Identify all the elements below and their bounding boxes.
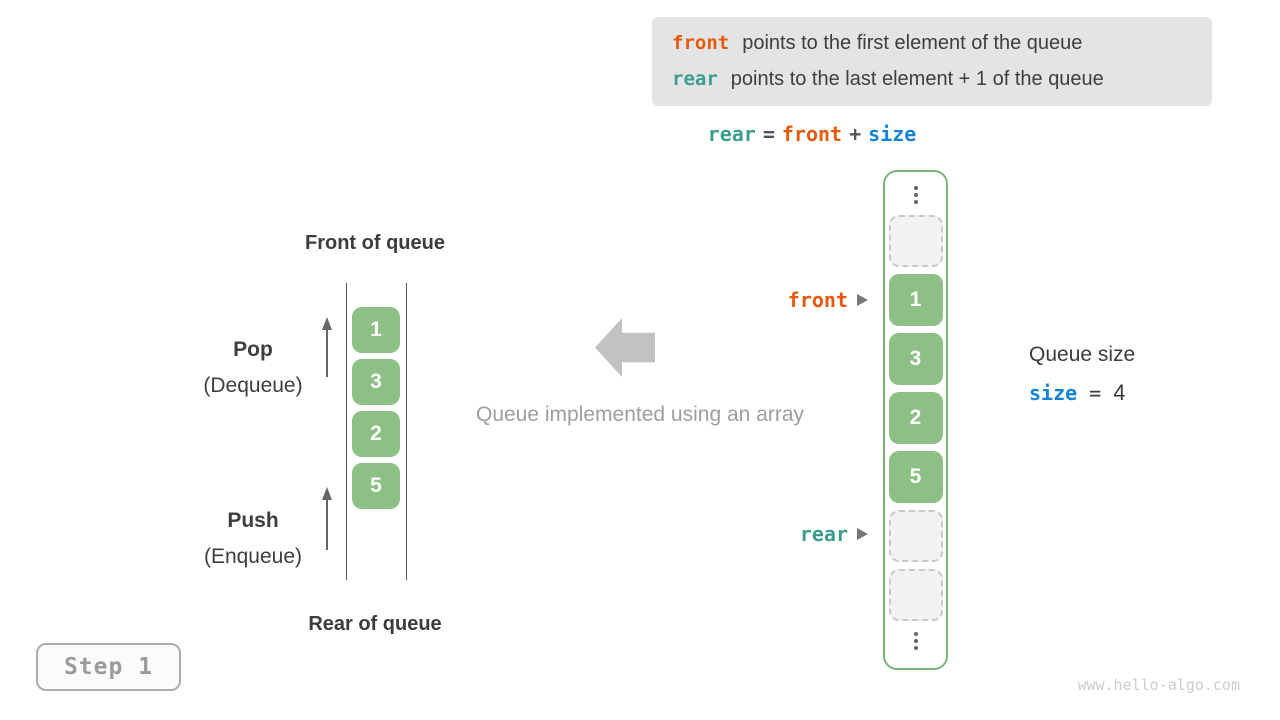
info-line-front: front points to the first element of the…	[672, 32, 1212, 55]
array-cell: 5	[888, 451, 943, 503]
front-keyword: front	[672, 32, 730, 54]
formula-equals: =	[762, 122, 775, 146]
up-arrow-icon	[322, 487, 332, 550]
front-of-queue-label: Front of queue	[305, 232, 445, 254]
info-box: front points to the first element of the…	[652, 17, 1212, 106]
queue-wall-left	[346, 283, 347, 580]
formula-front: front	[781, 122, 843, 146]
queue-wall-right	[406, 283, 407, 580]
formula: rear=front+size	[652, 122, 972, 146]
queue-cell: 5	[352, 463, 400, 509]
queue-cell: 3	[352, 359, 400, 405]
left-block-arrow-icon	[595, 318, 655, 377]
rear-keyword: rear	[672, 68, 718, 90]
front-pointer: front	[700, 287, 868, 313]
front-pointer-label: front	[787, 288, 848, 312]
formula-rear: rear	[707, 122, 756, 146]
pointer-arrow-icon	[857, 294, 868, 306]
size-keyword: size	[1029, 381, 1078, 405]
rear-description: points to the last element + 1 of the qu…	[730, 68, 1104, 90]
push-title: Push	[227, 509, 279, 532]
front-description: points to the first element of the queue	[742, 32, 1083, 54]
array-container: 1 3 2 5	[883, 170, 948, 670]
left-queue-cells: 1 3 2 5	[352, 307, 400, 509]
array-cell: 3	[888, 333, 943, 385]
array-cell: 2	[888, 392, 943, 444]
queue-size-block: Queue size size = 4	[1029, 343, 1135, 406]
push-subtitle: (Enqueue)	[203, 545, 303, 568]
up-arrow-icon	[322, 317, 332, 377]
step-badge: Step 1	[36, 643, 181, 691]
pop-label: Pop (Dequeue)	[188, 332, 318, 404]
array-cell-empty	[888, 569, 943, 621]
info-line-rear: rear points to the last element + 1 of t…	[672, 68, 1212, 91]
array-cell: 1	[888, 274, 943, 326]
watermark: www.hello-algo.com	[1077, 676, 1240, 694]
size-value: 4	[1113, 380, 1126, 405]
array-cell-empty	[888, 510, 943, 562]
pop-title: Pop	[233, 338, 273, 361]
array-caption: Queue implemented using an array	[475, 403, 805, 426]
queue-cell: 2	[352, 411, 400, 457]
ellipsis-dots-icon	[913, 182, 918, 208]
rear-pointer: rear	[700, 521, 868, 547]
rear-pointer-label: rear	[799, 522, 848, 546]
size-equals: =	[1089, 381, 1102, 405]
pop-subtitle: (Dequeue)	[203, 374, 303, 397]
pointer-arrow-icon	[857, 528, 868, 540]
queue-cell: 1	[352, 307, 400, 353]
array-cell-empty	[888, 215, 943, 267]
queue-size-value-line: size = 4	[1029, 380, 1135, 406]
rear-of-queue-label: Rear of queue	[308, 613, 442, 635]
push-label: Push (Enqueue)	[188, 503, 318, 575]
ellipsis-dots-icon	[913, 628, 918, 654]
formula-size: size	[868, 122, 917, 146]
formula-plus: +	[849, 122, 862, 146]
queue-size-title: Queue size	[1029, 343, 1136, 366]
